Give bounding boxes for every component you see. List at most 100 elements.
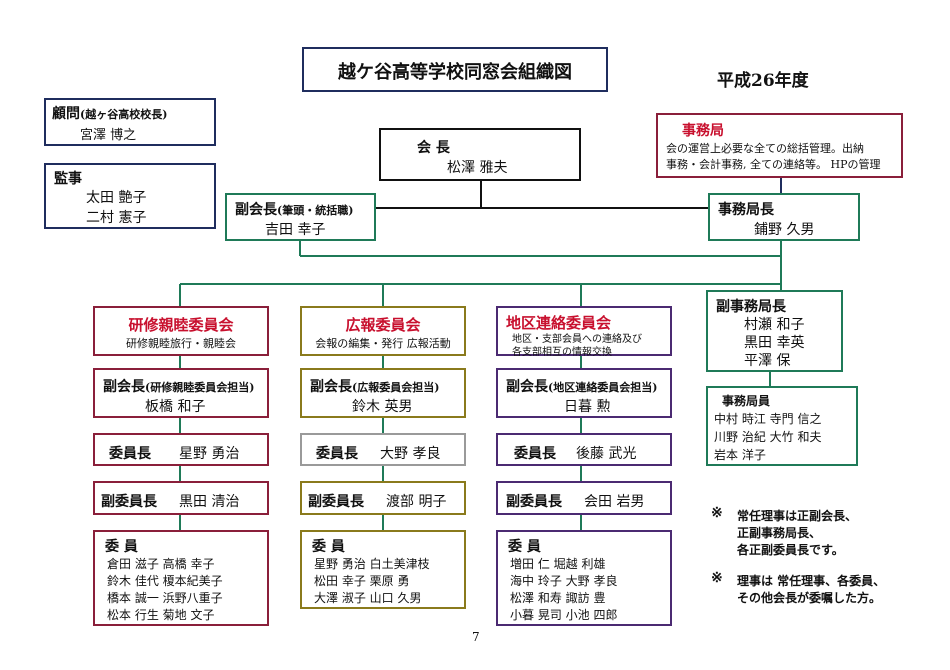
committee-vicechair-box: 副委員長 渡部 明子	[300, 481, 466, 515]
committee-chair-label: 委員長	[109, 446, 151, 462]
office-chief-name: 鋪野 久男	[754, 222, 815, 238]
president-box: 会 長 松澤 雅夫	[379, 128, 581, 181]
office-chief-box: 事務局長 鋪野 久男	[708, 193, 860, 241]
committee-vice-name: 板橋 和子	[145, 399, 206, 415]
deputy-office-chief-box: 副事務局長 村瀬 和子 黒田 幸英 平澤 保	[706, 290, 843, 372]
committee-name: 研修親睦委員会	[128, 316, 234, 334]
committee-member-row: 大澤 淑子 山口 久男	[314, 591, 422, 605]
committee-name-box: 広報委員会 会報の編集・発行 広報活動	[300, 306, 466, 356]
office-desc: 会の運営上必要な全ての総括管理。出納	[666, 142, 864, 155]
committee-member-row: 増田 仁 堀越 利雄	[510, 557, 606, 571]
note-mark: ※	[711, 570, 723, 586]
committee-members-label: 委 員	[105, 539, 138, 555]
note-line: 常任理事は正副会長、	[737, 509, 858, 523]
committee-members-label: 委 員	[312, 539, 345, 555]
committee-vicechair-name: 渡部 明子	[386, 494, 447, 510]
auditors-label: 監事	[54, 171, 82, 187]
advisor-name: 宮澤 博之	[80, 128, 137, 143]
committee-members-label: 委 員	[508, 539, 541, 555]
president-label: 会 長	[417, 140, 450, 156]
committee-vice-note: (研修親睦委員会担当)	[145, 381, 255, 394]
advisor-label: 顧問	[52, 106, 80, 122]
president-name: 松澤 雅夫	[447, 160, 508, 176]
committee-vice-label: 副会長	[506, 379, 548, 395]
committee-name-box: 地区連絡委員会 地区・支部会員への連絡及び 各支部相互の情報交換	[496, 306, 672, 358]
committee-vicechair-box: 副委員長 黒田 清治	[93, 481, 269, 515]
year-label: 平成26年度	[717, 71, 809, 91]
committee-vicechair-label: 副委員長	[101, 494, 157, 510]
office-staff-box: 事務局員 中村 時江 寺門 信之 川野 治紀 大竹 和夫 岩本 洋子	[706, 386, 858, 466]
committee-vice-box: 副会長(広報委員会担当) 鈴木 英男	[300, 368, 466, 418]
committee-chair-label: 委員長	[316, 446, 358, 462]
office-label: 事務局	[682, 123, 724, 139]
committee-member-row: 倉田 滋子 高橋 幸子	[107, 557, 215, 571]
vice-president-name: 吉田 幸子	[265, 222, 326, 238]
vice-president-label: 副会長	[235, 202, 277, 218]
committee-vice-box: 副会長(地区連絡委員会担当) 日暮 勲	[496, 368, 672, 418]
committee-members-box: 委 員 星野 勇治 白土美津枝 松田 幸子 栗原 勇 大澤 淑子 山口 久男	[300, 530, 466, 609]
office-staff-row: 川野 治紀 大竹 和夫	[714, 430, 822, 444]
committee-vice-note: (広報委員会担当)	[352, 381, 440, 394]
committee-vice-note: (地区連絡委員会担当)	[548, 381, 658, 394]
committee-chair-name: 星野 勇治	[179, 446, 240, 462]
committee-member-row: 鈴木 佳代 榎本紀美子	[107, 574, 223, 588]
committee-desc: 研修親睦旅行・親睦会	[126, 337, 236, 350]
deputy-office-chief-name: 黒田 幸英	[744, 335, 805, 351]
committee-member-row: 星野 勇治 白土美津枝	[314, 557, 430, 571]
committee-chair-box: 委員長 大野 孝良	[300, 433, 466, 466]
committee-members-box: 委 員 増田 仁 堀越 利雄 海中 玲子 大野 孝良 松澤 和寿 諏訪 豊 小暮…	[496, 530, 672, 626]
note-line: その他会長が委嘱した方。	[737, 591, 882, 605]
committee-vice-name: 日暮 勲	[564, 399, 611, 415]
page-number: 7	[472, 630, 480, 644]
office-box: 事務局 会の運営上必要な全ての総括管理。出納 事務・会計事務, 全ての連絡等。 …	[656, 113, 903, 178]
committee-chair-box: 委員長 星野 勇治	[93, 433, 269, 466]
note-line: 理事は 常任理事、各委員、	[737, 574, 886, 588]
committee-chair-box: 委員長 後藤 武光	[496, 433, 672, 466]
committee-chair-name: 後藤 武光	[576, 446, 637, 462]
deputy-office-chief-name: 村瀬 和子	[744, 317, 805, 333]
committee-name: 地区連絡委員会	[506, 314, 612, 332]
office-desc: 事務・会計事務, 全ての連絡等。 HPの管理	[666, 158, 881, 171]
auditor-name: 二村 憲子	[86, 210, 147, 226]
committee-member-row: 海中 玲子 大野 孝良	[510, 574, 618, 588]
auditor-name: 太田 艶子	[86, 190, 147, 206]
committee-vicechair-box: 副委員長 会田 岩男	[496, 481, 672, 515]
office-staff-row: 中村 時江 寺門 信之	[714, 412, 822, 426]
committee-desc: 各支部相互の情報交換	[512, 347, 612, 358]
committee-vicechair-label: 副委員長	[308, 494, 364, 510]
committee-vice-name: 鈴木 英男	[352, 399, 413, 415]
note-line: 各正副委員長です。	[737, 543, 844, 557]
deputy-office-chief-label: 副事務局長	[716, 299, 786, 315]
advisor-box: 顧問(越ヶ谷高校校長) 宮澤 博之	[44, 98, 216, 146]
committee-vice-box: 副会長(研修親睦委員会担当) 板橋 和子	[93, 368, 269, 418]
committee-vice-label: 副会長	[103, 379, 145, 395]
committee-member-row: 橋本 誠一 浜野八重子	[107, 591, 223, 605]
office-staff-row: 岩本 洋子	[714, 448, 766, 462]
page-title: 越ケ谷高等学校同窓会組織図	[338, 62, 572, 83]
vice-president-note: (筆頭・統括職)	[277, 204, 354, 217]
office-staff-label: 事務局員	[722, 394, 771, 408]
advisor-note: (越ヶ谷高校校長)	[80, 108, 168, 121]
committee-desc: 会報の編集・発行 広報活動	[315, 337, 451, 350]
committee-member-row: 松本 行生 菊地 文子	[107, 608, 215, 622]
committee-chair-name: 大野 孝良	[380, 446, 441, 462]
committee-chair-label: 委員長	[514, 446, 556, 462]
committee-name-box: 研修親睦委員会 研修親睦旅行・親睦会	[93, 306, 269, 356]
title-box: 越ケ谷高等学校同窓会組織図	[302, 47, 608, 92]
committee-vicechair-name: 会田 岩男	[584, 494, 645, 510]
committee-vice-label: 副会長	[310, 379, 352, 395]
committee-desc: 地区・支部会員への連絡及び	[512, 334, 642, 345]
note-mark: ※	[711, 505, 723, 521]
vice-president-box: 副会長(筆頭・統括職) 吉田 幸子	[225, 193, 376, 241]
office-chief-label: 事務局長	[718, 202, 774, 218]
committee-member-row: 松田 幸子 栗原 勇	[314, 574, 410, 588]
committee-member-row: 松澤 和寿 諏訪 豊	[510, 591, 606, 605]
committee-vicechair-label: 副委員長	[506, 494, 562, 510]
deputy-office-chief-name: 平澤 保	[744, 353, 791, 369]
note-line: 正副事務局長、	[737, 526, 822, 540]
committee-name: 広報委員会	[345, 316, 421, 334]
committee-vicechair-name: 黒田 清治	[179, 494, 240, 510]
auditors-box: 監事 太田 艶子 二村 憲子	[44, 163, 216, 229]
committee-members-box: 委 員 倉田 滋子 高橋 幸子 鈴木 佳代 榎本紀美子 橋本 誠一 浜野八重子 …	[93, 530, 269, 626]
committee-member-row: 小暮 晃司 小池 四郎	[510, 608, 618, 622]
